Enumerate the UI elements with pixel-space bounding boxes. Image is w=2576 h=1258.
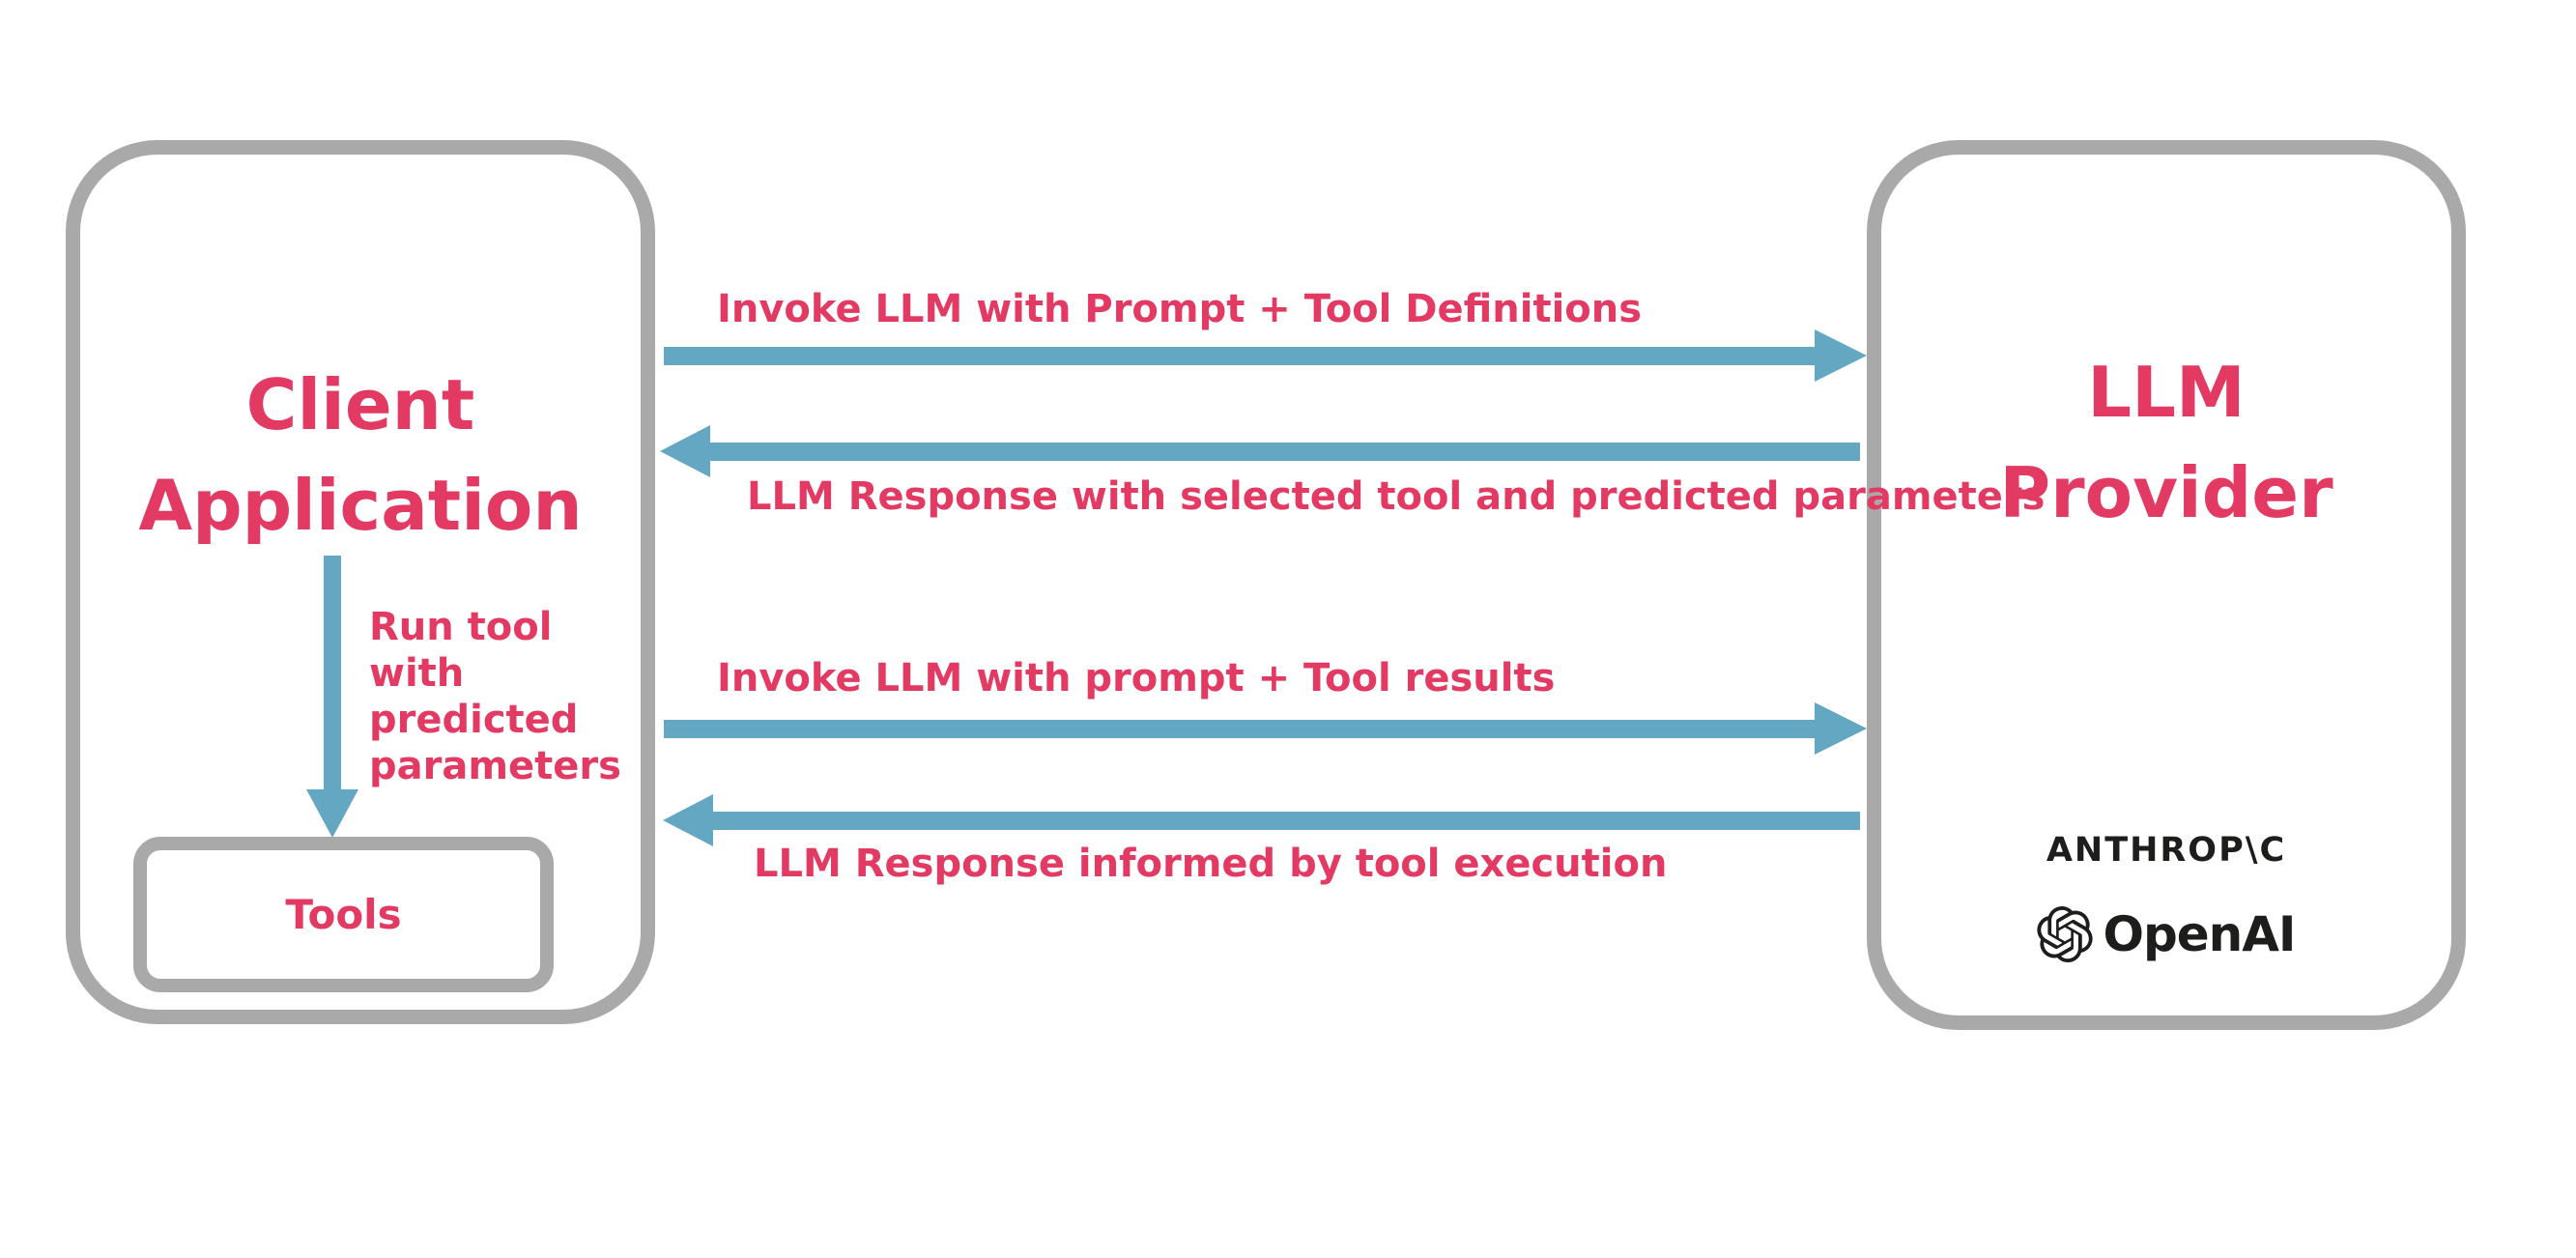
client-application-title: Client Application (138, 364, 583, 546)
arrow-invoke-definitions-head (1815, 329, 1867, 382)
anthropic-logo: ANTHROP\C (2046, 831, 2287, 870)
openai-icon (2037, 906, 2093, 962)
arrow-invoke-results-head (1815, 702, 1867, 755)
arrow-response-informed-label: LLM Response informed by tool execution (754, 842, 1668, 886)
arrow-response-selection-head (660, 425, 710, 477)
run-tool-arrow-shaft (324, 556, 341, 791)
arrow-invoke-results-label: Invoke LLM with prompt + Tool results (717, 656, 1556, 700)
run-tool-label: Run tool with predicted parameters (369, 605, 621, 788)
arrow-invoke-results-shaft (664, 720, 1817, 738)
arrow-response-informed-shaft (711, 812, 1860, 830)
tools-label: Tools (285, 891, 402, 938)
client-application-box: Client Application Run tool with predict… (66, 140, 655, 1024)
tools-box: Tools (133, 837, 554, 992)
arrow-invoke-definitions-label: Invoke LLM with Prompt + Tool Definition… (717, 287, 1643, 331)
llm-provider-box: LLM Provider ANTHROP\C OpenAI (1867, 140, 2466, 1030)
openai-wordmark: OpenAI (2103, 906, 2296, 962)
arrow-invoke-definitions-shaft (664, 347, 1817, 365)
arrow-response-informed-head (663, 794, 713, 846)
openai-logo: OpenAI (1881, 906, 2451, 962)
arrow-response-selection-label: LLM Response with selected tool and pred… (747, 474, 2046, 519)
run-tool-arrow-head (306, 789, 358, 838)
arrow-response-selection-shaft (708, 443, 1860, 461)
llm-provider-title: LLM Provider (1999, 352, 2333, 533)
